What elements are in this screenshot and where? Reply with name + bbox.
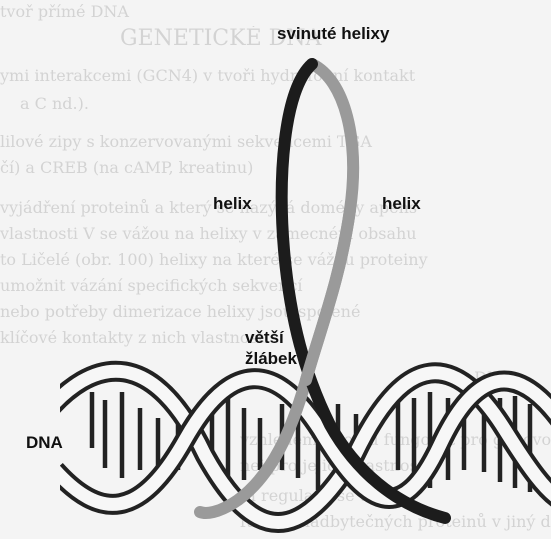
dna-label: DNA bbox=[26, 433, 63, 453]
helix-label-left: helix bbox=[213, 194, 252, 214]
major-groove-label-line2: žlábek bbox=[245, 348, 297, 369]
coiled-helices-label: svinuté helixy bbox=[277, 24, 389, 44]
helix-label-right: helix bbox=[382, 194, 421, 214]
major-groove-label-line1: větší bbox=[245, 327, 297, 348]
major-groove-label: větší žlábek bbox=[245, 327, 297, 369]
light-helix-overlap bbox=[306, 210, 350, 380]
dna-backbone-strands bbox=[40, 371, 551, 522]
dna-double-helix bbox=[40, 371, 551, 522]
